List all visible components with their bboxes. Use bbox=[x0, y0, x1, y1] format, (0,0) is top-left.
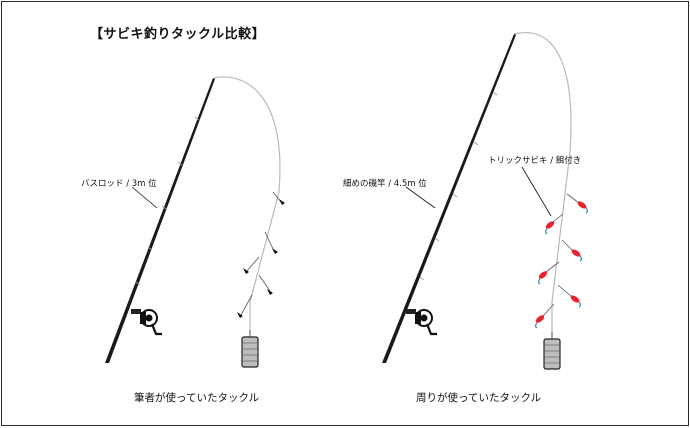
left-tackle bbox=[105, 76, 285, 368]
right-baited-hooks bbox=[534, 201, 589, 329]
baited-hook-icon bbox=[534, 315, 545, 329]
left-hook-icon bbox=[243, 268, 249, 274]
right-tackle bbox=[382, 32, 589, 370]
right-sabiki-label: トリックサビキ / 餌付き bbox=[488, 156, 582, 166]
left-sinker-basket bbox=[241, 330, 259, 368]
left-rod bbox=[105, 78, 215, 363]
left-rod-guides bbox=[135, 116, 200, 286]
right-sabiki-branches bbox=[542, 193, 580, 317]
left-sabiki-hooks bbox=[240, 191, 282, 316]
left-rod-label: バスロッド / 3m 位 bbox=[81, 179, 157, 189]
left-fishing-line bbox=[213, 76, 281, 332]
right-rod-label: 細めの磯竿 / 4.5m 位 bbox=[343, 179, 427, 189]
baited-hook-icon bbox=[544, 221, 555, 235]
left-reel bbox=[131, 309, 162, 336]
diagram-title: 【サビキ釣りタックル比較】 bbox=[90, 27, 266, 42]
baited-hook-icon bbox=[577, 201, 589, 214]
right-sabiki-pointer bbox=[521, 166, 552, 217]
right-rod-pointer bbox=[405, 186, 436, 209]
right-fishing-line bbox=[513, 32, 572, 334]
right-sinker-basket bbox=[543, 332, 561, 370]
right-rod bbox=[382, 34, 516, 363]
left-rod-pointer bbox=[131, 186, 158, 209]
right-reel bbox=[406, 309, 437, 336]
left-hook-icon bbox=[279, 199, 285, 205]
right-rod-guides bbox=[419, 91, 498, 281]
baited-hook-icon bbox=[537, 271, 548, 285]
right-caption: 周りが使っていたタックル bbox=[416, 392, 542, 404]
left-hook-icon bbox=[272, 248, 278, 254]
left-hook-icon bbox=[237, 312, 243, 318]
baited-hook-icon bbox=[571, 249, 583, 262]
left-caption: 筆者が使っていたタックル bbox=[134, 392, 260, 404]
baited-hook-icon bbox=[570, 295, 582, 308]
left-hook-icon bbox=[267, 289, 273, 295]
